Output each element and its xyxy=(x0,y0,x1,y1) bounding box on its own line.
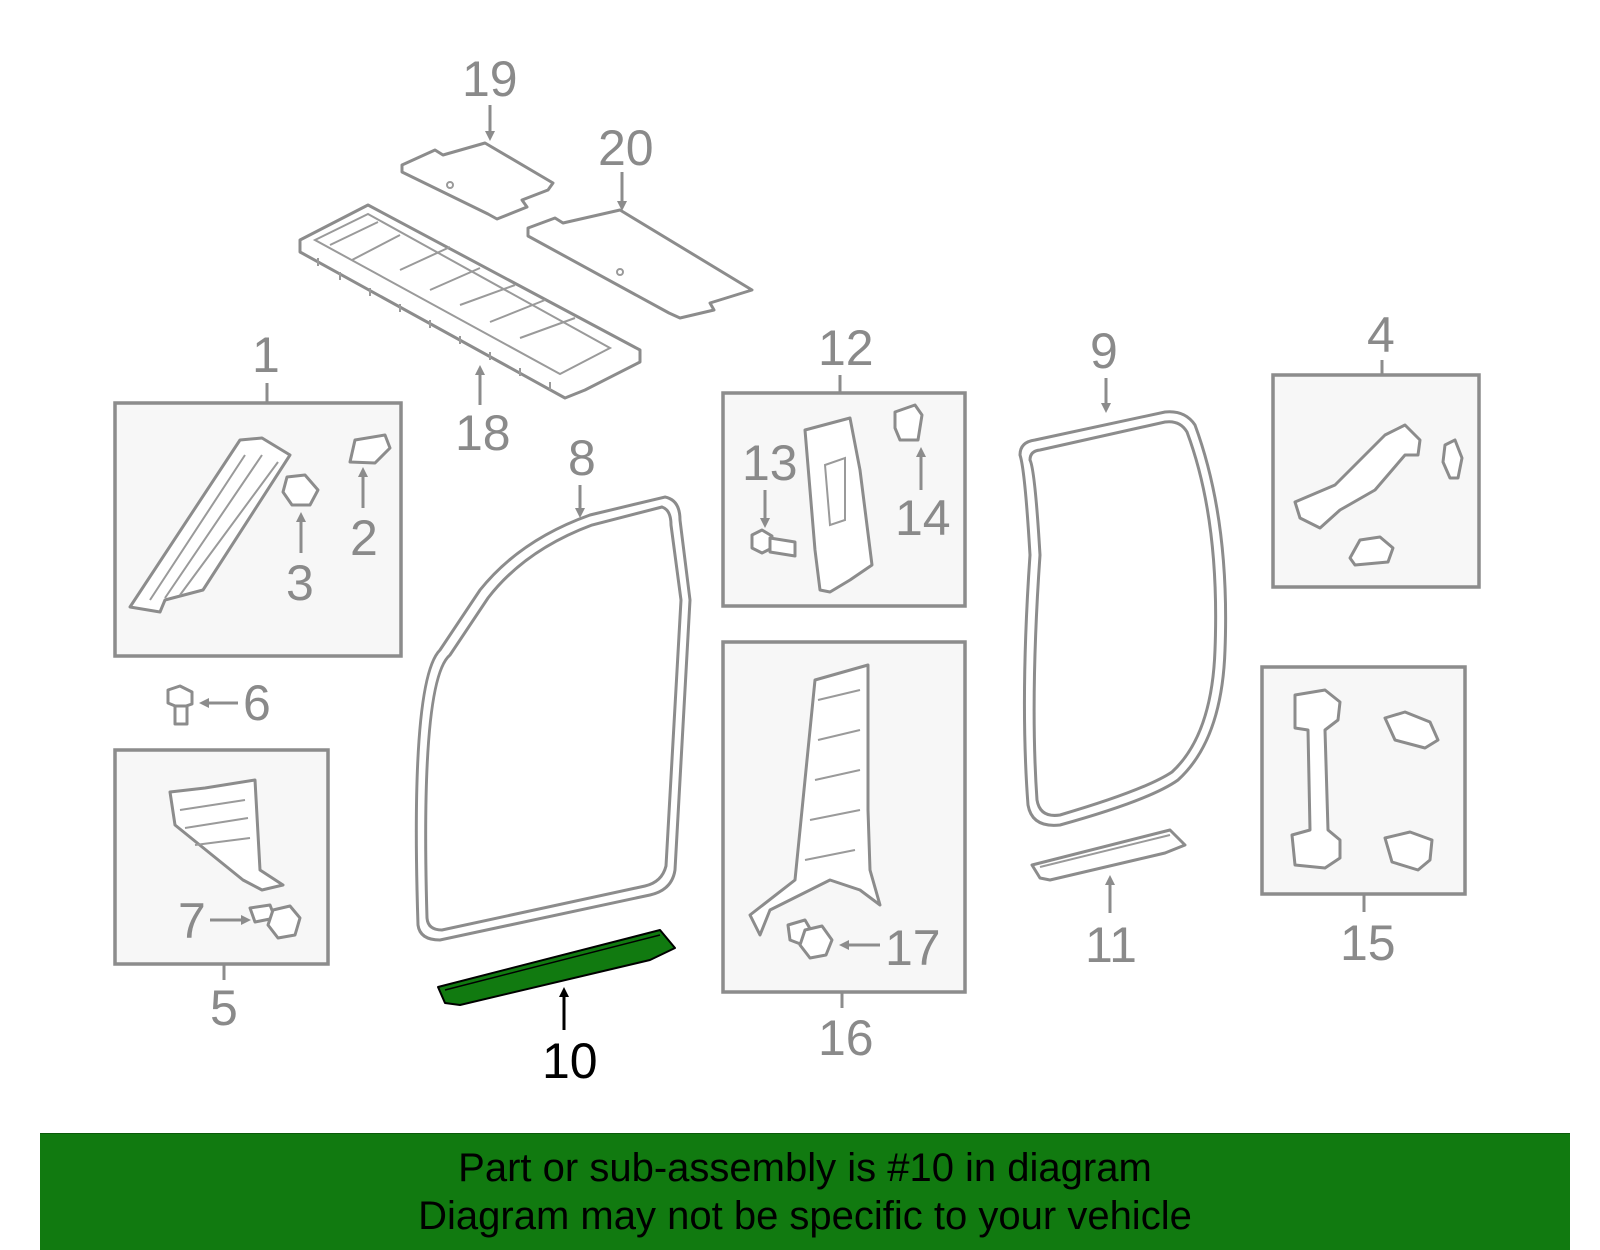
part-6-bolt xyxy=(166,684,194,726)
part-8-door-weatherstrip xyxy=(414,495,692,942)
box-12-center-pillar-upper xyxy=(721,391,967,608)
callout-8: 8 xyxy=(568,430,596,486)
callout-6: 6 xyxy=(243,675,271,731)
banner-line-1: Part or sub-assembly is #10 in diagram xyxy=(458,1146,1152,1190)
callout-10: 10 xyxy=(542,1033,598,1089)
box-15-assist-grip-rear xyxy=(1260,665,1467,896)
callout-13: 13 xyxy=(742,435,798,491)
part-18-storage-tray xyxy=(298,203,642,400)
part-11-rear-scuff-plate xyxy=(1030,828,1187,882)
callout-16: 16 xyxy=(818,1010,874,1066)
part-20-panel xyxy=(526,208,754,320)
callout-9: 9 xyxy=(1090,323,1118,379)
callout-15: 15 xyxy=(1340,915,1396,971)
callout-5: 5 xyxy=(210,980,238,1036)
box-16-center-pillar-lower xyxy=(721,640,967,994)
callout-1: 1 xyxy=(252,327,280,383)
box-5-kick-panel xyxy=(113,748,330,966)
callout-4: 4 xyxy=(1367,307,1395,363)
callout-20: 20 xyxy=(598,120,654,176)
callout-14: 14 xyxy=(895,490,951,546)
callout-7: 7 xyxy=(178,893,206,949)
callout-2: 2 xyxy=(350,510,378,566)
part-19-panel xyxy=(400,141,555,221)
banner-line-2: Diagram may not be specific to your vehi… xyxy=(418,1194,1192,1238)
part-9-rear-door-weatherstrip xyxy=(1018,410,1228,827)
callout-19: 19 xyxy=(462,51,518,107)
part-10-scuff-plate-highlighted xyxy=(437,929,676,1006)
box-4-assist-grip-front xyxy=(1271,373,1481,589)
callout-3: 3 xyxy=(286,555,314,611)
callout-18: 18 xyxy=(455,405,511,461)
callout-17: 17 xyxy=(885,920,941,976)
box-1-a-pillar-trim xyxy=(113,401,403,658)
callout-12: 12 xyxy=(818,320,874,376)
callout-11: 11 xyxy=(1085,917,1137,973)
info-banner: Part or sub-assembly is #10 in diagram D… xyxy=(40,1133,1570,1250)
